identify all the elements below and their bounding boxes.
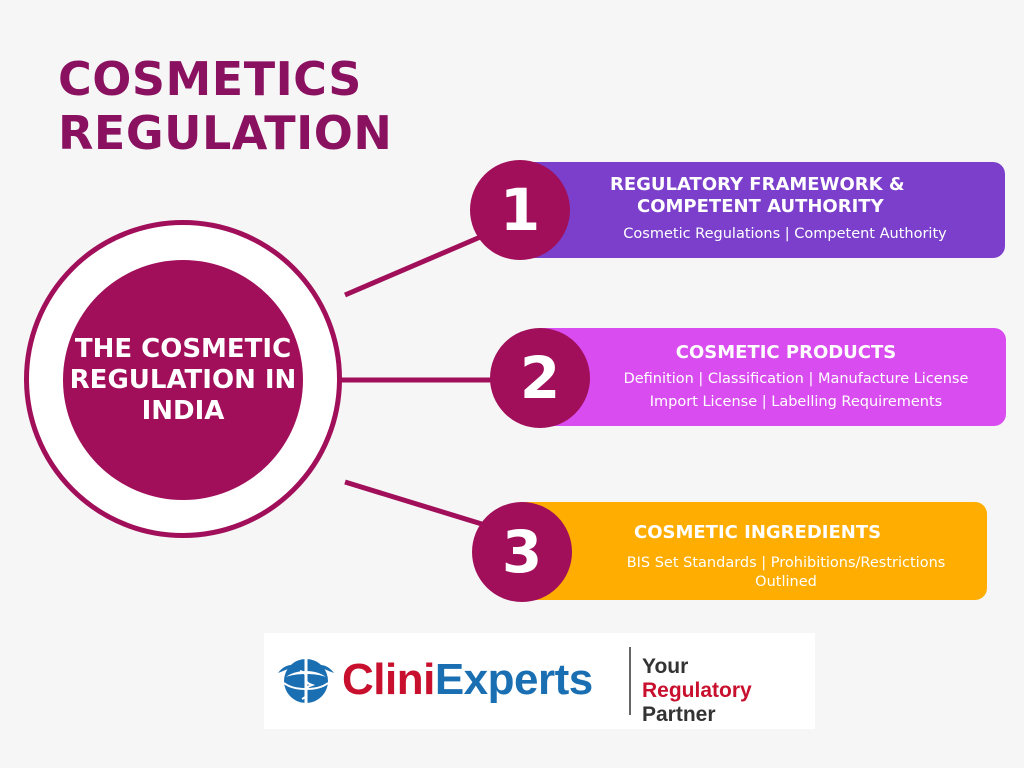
page-title-line-2: REGULATION (58, 106, 393, 160)
logo-tagline-regulatory: Regulatory (642, 679, 752, 702)
topic-card-1-subtitle: Cosmetic Regulations | Competent Authori… (605, 225, 965, 244)
logo-tagline: Your Regulatory Partner (642, 655, 815, 727)
topic-card-2-title: COSMETIC PRODUCTS (586, 342, 986, 364)
logo-tagline-partner: Partner (642, 703, 716, 726)
connector-line-1 (344, 232, 486, 298)
topic-card-1: REGULATORY FRAMEWORK & COMPETENT AUTHORI… (505, 162, 1005, 258)
topic-card-3-title: COSMETIC INGREDIENTS (570, 522, 1024, 544)
page-title-line-1: COSMETICS (58, 52, 362, 106)
cliniexperts-logo: CliniExperts Your Regulatory Partner (264, 633, 815, 729)
topic-card-2-subtitle-line-2: Import License | Labelling Requirements (649, 394, 943, 410)
caduceus-globe-icon (278, 659, 334, 705)
topic-card-3-title-line-1: COSMETIC INGREDIENTS (634, 522, 882, 543)
number-badge-3: 3 (472, 502, 572, 602)
topic-card-1-subtitle-line-1: Cosmetic Regulations | Competent Authori… (623, 226, 947, 242)
logo-brand-part-2: Experts (434, 655, 593, 704)
number-badge-1: 1 (470, 160, 570, 260)
topic-card-3-subtitle-line-2: Outlined (755, 574, 817, 590)
topic-card-1-title-line-1: REGULATORY FRAMEWORK & (610, 174, 905, 195)
central-circle: THE COSMETIC REGULATION IN INDIA (63, 260, 303, 500)
connector-line-3 (344, 479, 486, 528)
logo-divider (629, 647, 631, 715)
topic-card-3-subtitle: BIS Set Standards | Prohibitions/Restric… (600, 554, 972, 592)
central-circle-text: THE COSMETIC REGULATION IN INDIA (69, 333, 297, 426)
topic-card-1-title: REGULATORY FRAMEWORK & COMPETENT AUTHORI… (610, 174, 940, 218)
topic-card-2-subtitle-line-1: Definition | Classification | Manufactur… (623, 371, 969, 387)
topic-card-2-subtitle: Definition | Classification | Manufactur… (606, 370, 986, 412)
logo-tagline-line-2: Regulatory Partner (642, 679, 815, 727)
topic-card-1-title-line-2: COMPETENT AUTHORITY (637, 196, 884, 217)
topic-card-3-subtitle-line-1: BIS Set Standards | Prohibitions/Restric… (626, 555, 946, 571)
number-badge-2: 2 (490, 328, 590, 428)
topic-card-2: COSMETIC PRODUCTS Definition | Classific… (530, 328, 1006, 426)
logo-brand-part-1: Clini (342, 655, 435, 704)
topic-card-2-title-line-1: COSMETIC PRODUCTS (675, 342, 897, 363)
logo-tagline-line-1: Your (642, 655, 689, 678)
topic-card-3: COSMETIC INGREDIENTS BIS Set Standards |… (510, 502, 987, 600)
page-title: COSMETICS REGULATION (58, 52, 478, 160)
logo-brand-text: CliniExperts (342, 651, 593, 709)
